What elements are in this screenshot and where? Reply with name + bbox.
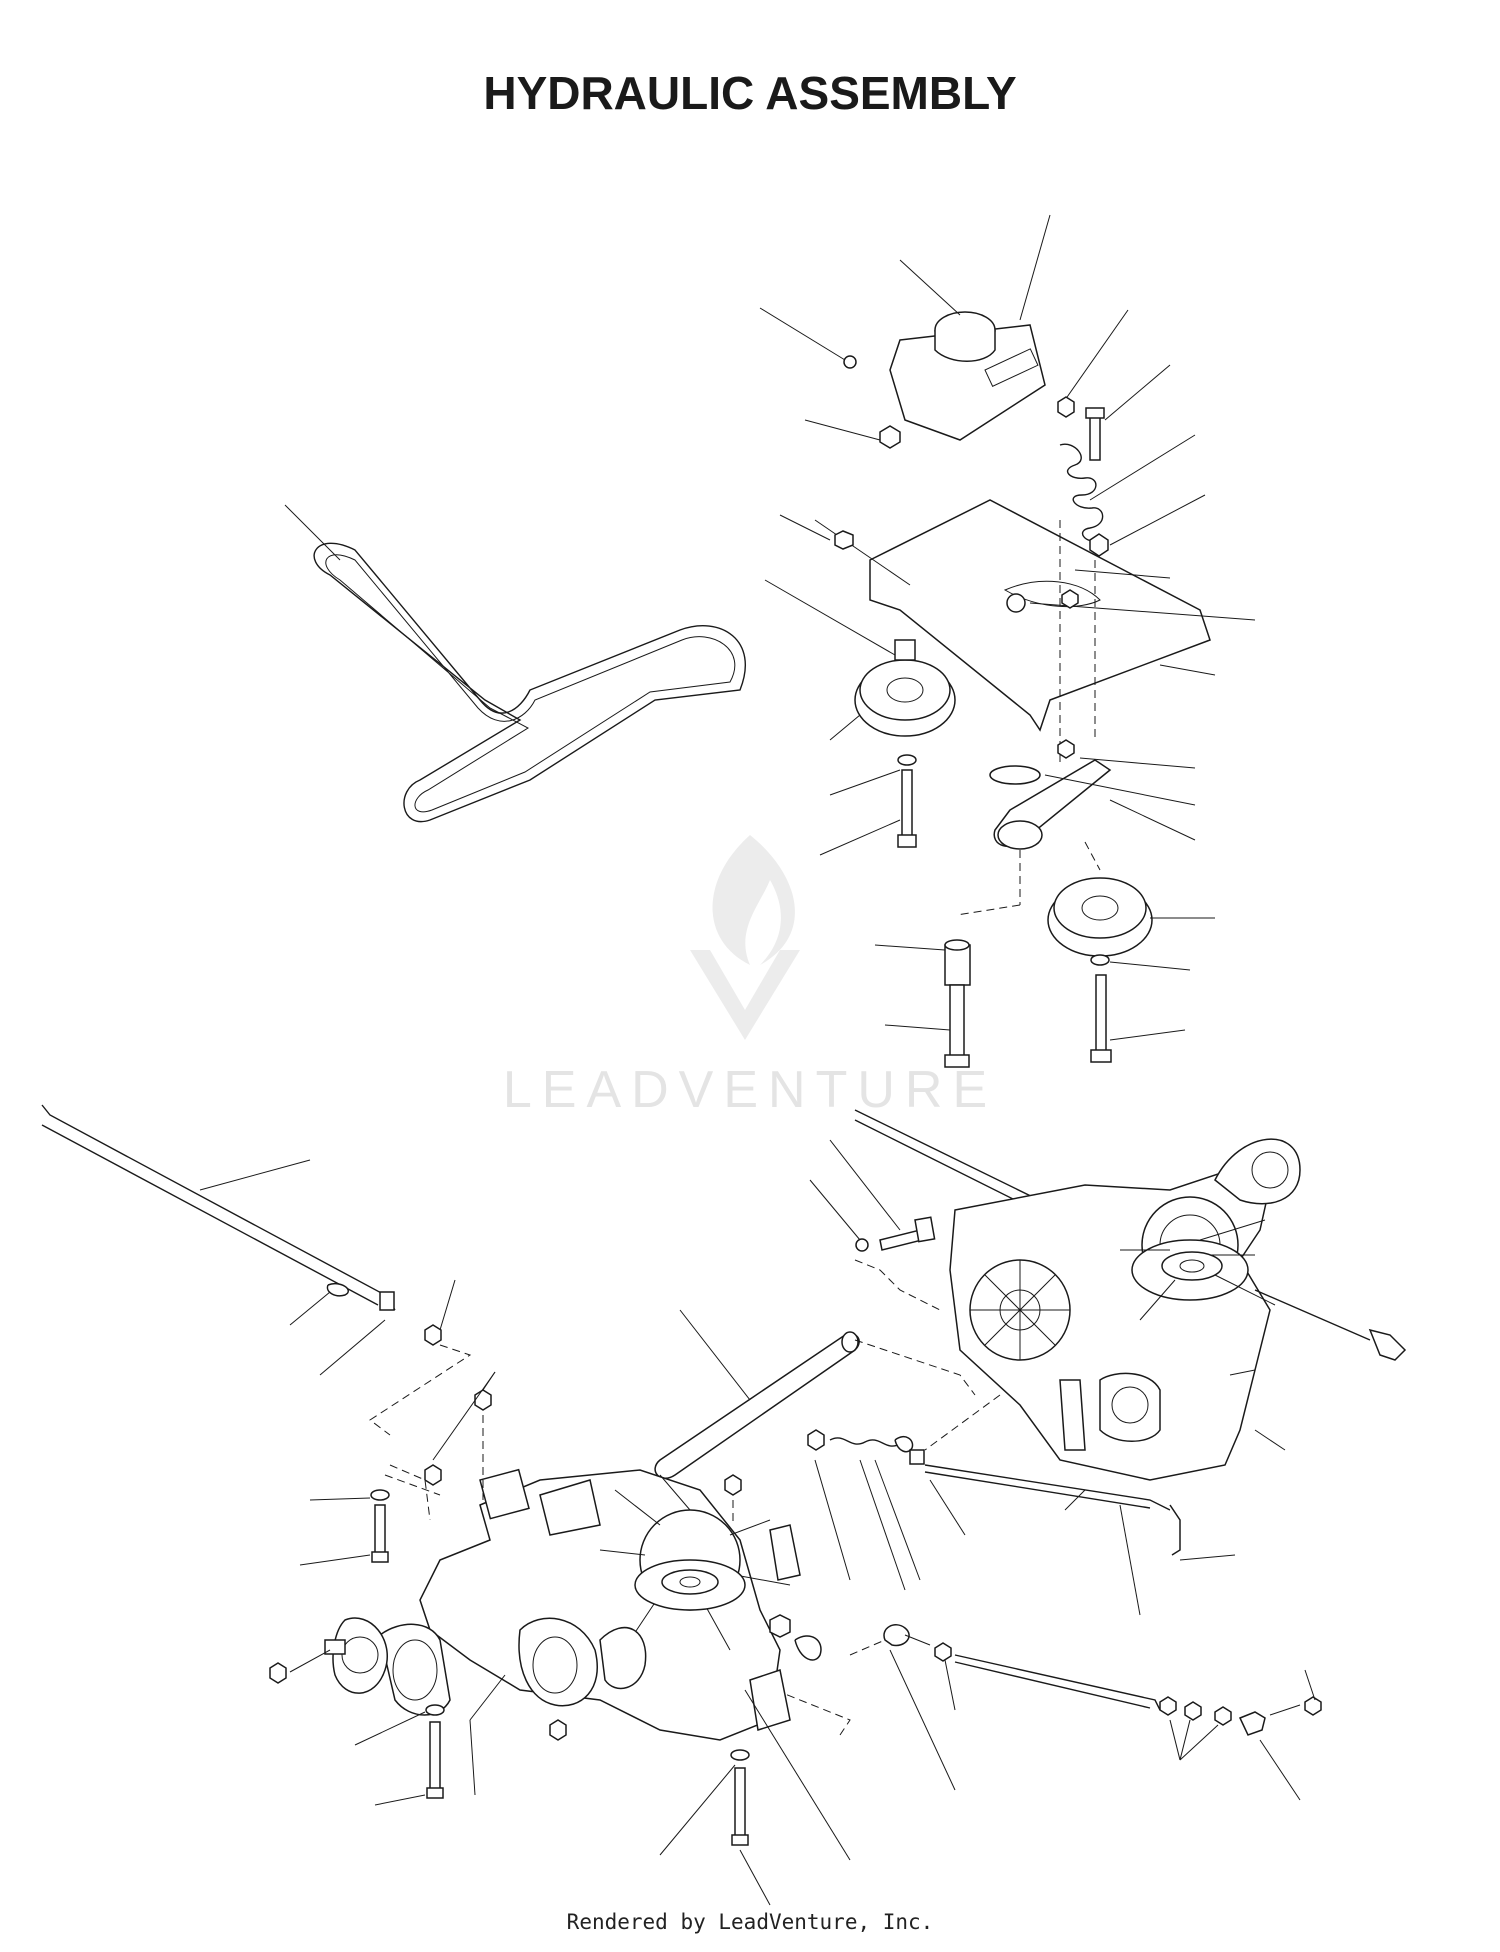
- linkage-rod-lower: [774, 1624, 1322, 1801]
- leadventure-watermark-logo: [690, 835, 800, 1040]
- tension-spring: [1057, 309, 1206, 557]
- idler-pulley-right: [1047, 877, 1215, 1063]
- connecting-shaft: [654, 1309, 976, 1480]
- idler-pulley-left: [819, 639, 956, 856]
- idler-arm: [874, 589, 1196, 1068]
- control-rod-left: [41, 1104, 472, 1436]
- watermark-text: LEADVENTURE: [502, 1061, 998, 1119]
- footer-credit: Rendered by LeadVenture, Inc.: [566, 1910, 934, 1934]
- hydrostatic-transmission-right: [809, 1109, 1407, 1481]
- idler-bracket: [764, 499, 1256, 765]
- mounting-bolts-left: [299, 1474, 851, 1906]
- drive-belt: [284, 504, 746, 823]
- hydrostatic-transmission-left: [269, 1371, 822, 1741]
- reservoir-tank: [759, 214, 1051, 449]
- linkage-rod-middle: [807, 1394, 1236, 1616]
- page-title: HYDRAULIC ASSEMBLY: [483, 67, 1017, 119]
